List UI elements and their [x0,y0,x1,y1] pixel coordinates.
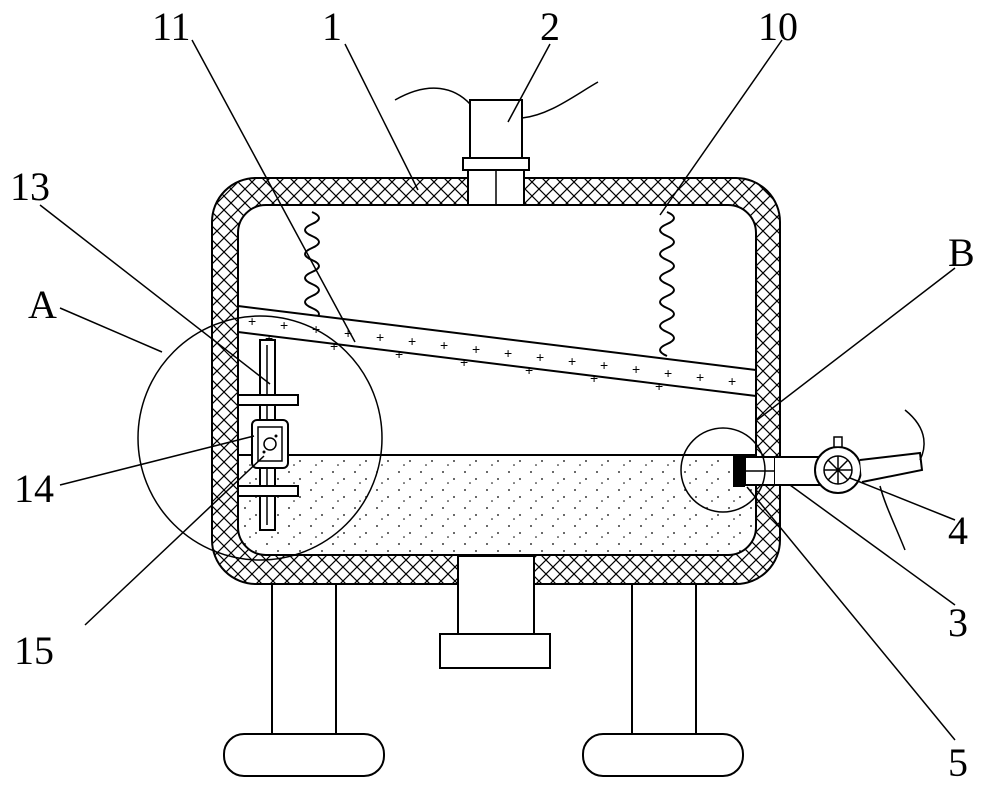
label-10: 10 [758,4,798,49]
label-15: 15 [14,628,54,673]
svg-text:+: + [536,349,544,365]
svg-text:+: + [590,370,598,386]
svg-text:+: + [664,365,672,381]
label-2: 2 [540,4,560,49]
svg-text:+: + [632,361,640,377]
svg-text:+: + [600,357,608,373]
svg-text:+: + [525,362,533,378]
liquid-fill [238,455,756,555]
svg-text:+: + [440,337,448,353]
svg-text:+: + [395,346,403,362]
svg-text:+: + [696,369,704,385]
svg-text:+: + [568,353,576,369]
label-a: A [28,282,57,327]
label-11: 11 [152,4,191,49]
label-4: 4 [948,508,968,553]
label-3: 3 [948,600,968,645]
support-leg-left [224,584,384,776]
svg-text:+: + [376,329,384,345]
svg-text:+: + [728,373,736,389]
label-14: 14 [14,466,54,511]
svg-text:+: + [655,378,663,394]
label-1: 1 [322,4,342,49]
label-5: 5 [948,740,968,785]
label-b: B [948,230,975,275]
support-leg-right [583,584,743,776]
svg-text:+: + [504,345,512,361]
svg-text:+: + [408,333,416,349]
label-13: 13 [10,164,50,209]
svg-text:+: + [460,354,468,370]
svg-text:+: + [472,341,480,357]
